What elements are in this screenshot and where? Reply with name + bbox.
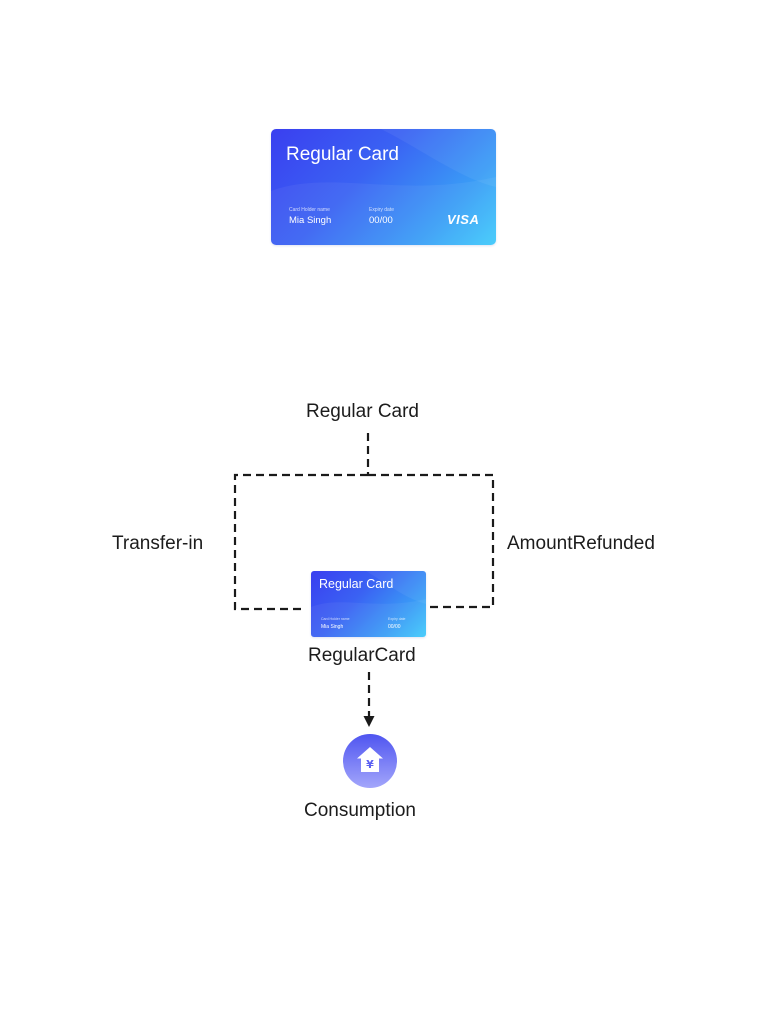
arrow-down-icon: [363, 716, 375, 727]
label-regularcard: RegularCard: [308, 645, 416, 666]
card-holder-name: Mia Singh: [321, 624, 344, 630]
visa-logo: VISA: [447, 212, 480, 227]
label-amount-refunded: AmountRefunded: [507, 533, 655, 554]
card-holder-label: Card Holder name: [321, 617, 350, 621]
regular-card-large: Regular Card Card Holder name Mia Singh …: [271, 129, 496, 245]
expiry-date-value: 00/00: [369, 215, 393, 226]
connector-left-branch: [233, 473, 368, 611]
card-wave-decoration: [271, 129, 496, 245]
label-consumption: Consumption: [304, 800, 416, 821]
yuan-glyph: ¥: [366, 758, 374, 771]
expiry-date-label: Expiry date: [369, 207, 395, 213]
card-wave-decoration: [311, 571, 426, 637]
home-yuan-icon: ¥: [343, 734, 397, 788]
card-holder-label: Card Holder name: [289, 207, 330, 213]
connector-right-branch: [368, 473, 495, 609]
card-holder-name: Mia Singh: [289, 215, 332, 226]
regular-card-small: Regular Card Card Holder name Mia Singh …: [311, 571, 426, 637]
expiry-date-value: 00/00: [388, 624, 401, 630]
label-transfer-in: Transfer-in: [112, 533, 204, 554]
card-title: Regular Card: [286, 144, 399, 165]
card-title: Regular Card: [319, 577, 394, 591]
expiry-date-label: Expiry date: [388, 617, 406, 621]
label-regular-card-top: Regular Card: [306, 401, 419, 422]
